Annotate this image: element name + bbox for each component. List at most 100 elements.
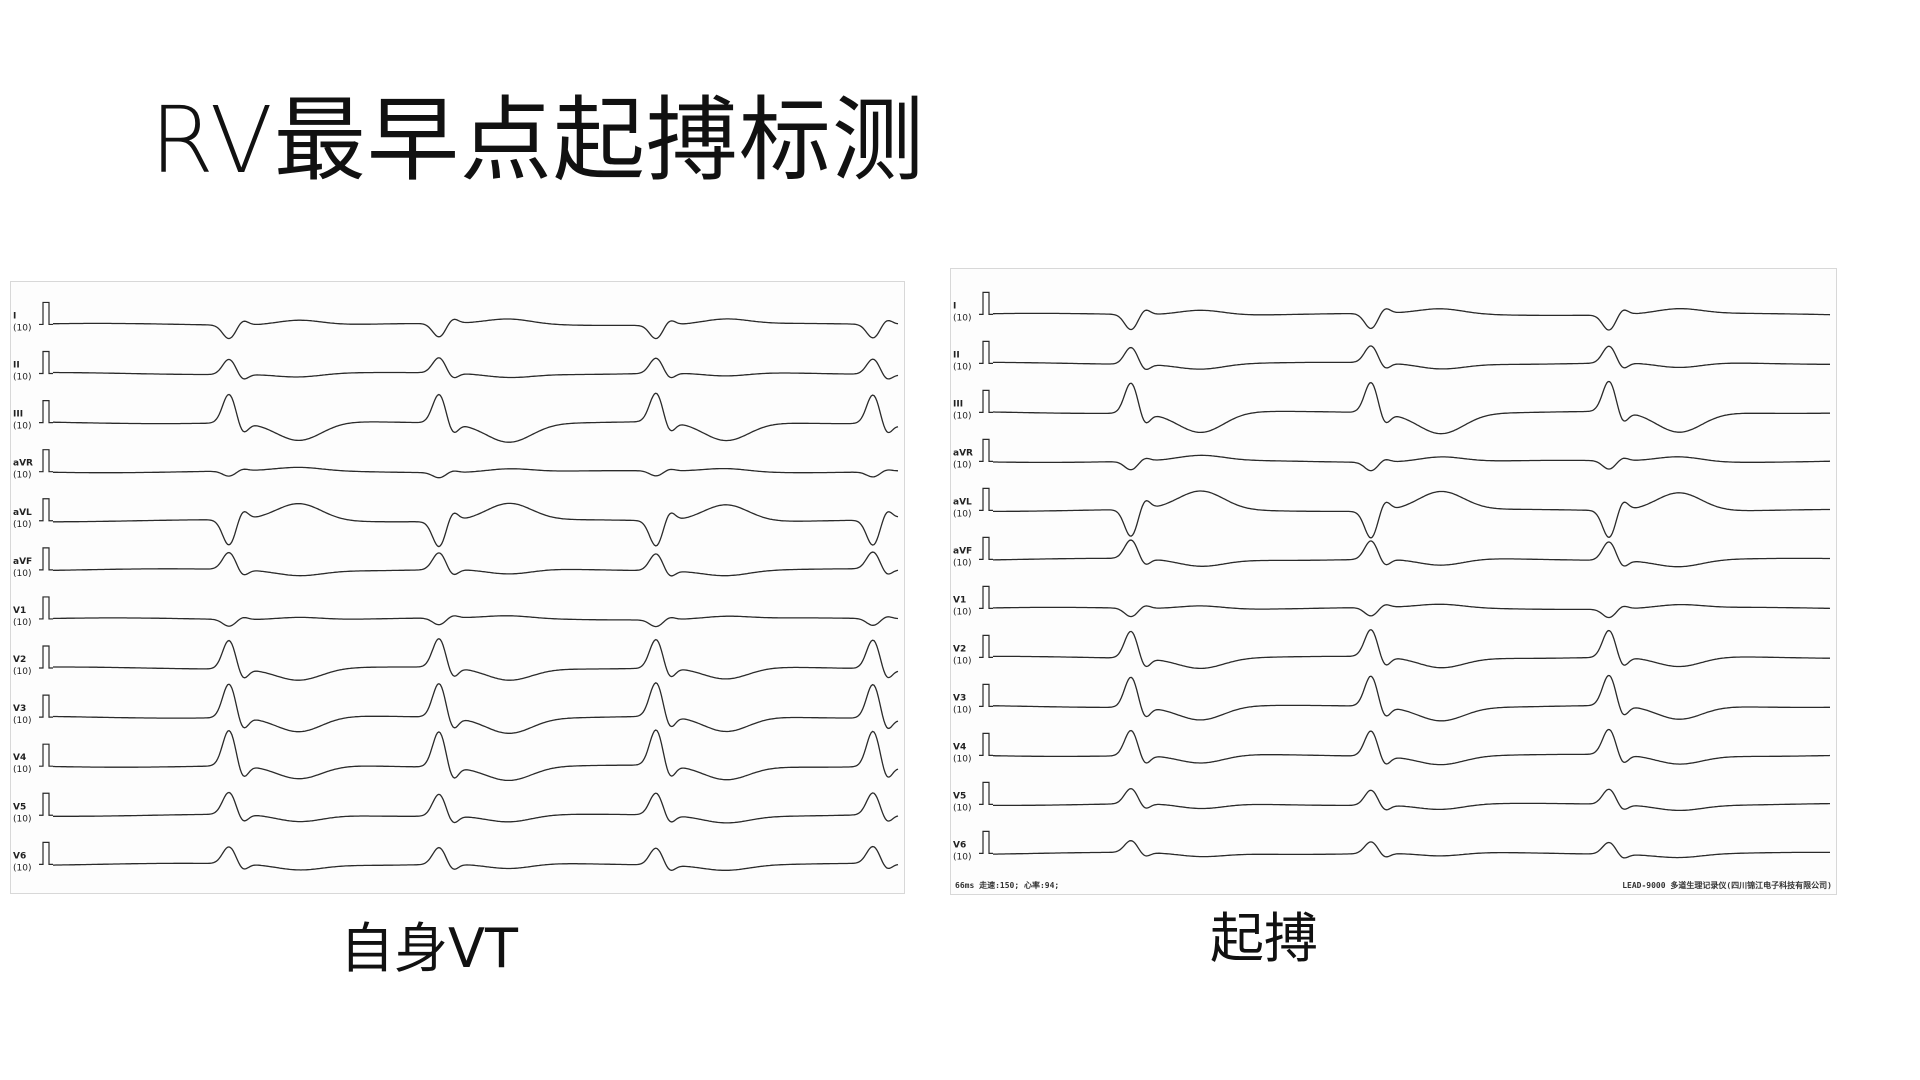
ecg-waveform bbox=[993, 628, 1830, 670]
calibration-pulse bbox=[39, 399, 53, 424]
lead-gain-label: (10) bbox=[13, 323, 31, 333]
ecg-waveform bbox=[993, 788, 1830, 812]
ecg-waveform bbox=[52, 551, 899, 577]
ecg-waveform bbox=[53, 392, 899, 443]
lead-v2: V2 (10) bbox=[13, 637, 899, 681]
lead-v6: V6 (10) bbox=[13, 841, 899, 873]
lead-label: aVF bbox=[13, 557, 32, 567]
ecg-waveform bbox=[53, 357, 899, 380]
calibration-pulse bbox=[39, 792, 53, 816]
calibration-pulse bbox=[979, 634, 993, 658]
lead-v1: V1 (10) bbox=[953, 585, 1831, 619]
lead-label: V4 bbox=[13, 753, 26, 763]
lead-gain-label: (10) bbox=[953, 558, 971, 568]
lead-label: aVF bbox=[953, 546, 972, 556]
lead-avf: aVF (10) bbox=[13, 547, 899, 579]
lead-i: I (10) bbox=[13, 301, 899, 340]
calibration-pulse bbox=[39, 694, 53, 718]
recording-footer-left: 66ms 走速:150; 心率:94; bbox=[955, 880, 1059, 890]
recording-footer-right: LEAD-9000 多道生理记录仪(四川锦江电子科技有限公司) bbox=[1622, 880, 1832, 890]
lead-label: II bbox=[13, 361, 20, 371]
calibration-pulse bbox=[979, 291, 993, 315]
lead-label: V3 bbox=[953, 693, 966, 703]
ecg-panel-intrinsic-vt: I(10)II(10)III(10)aVR(10)aVL(10)aVF(10)V… bbox=[10, 281, 905, 894]
ecg-waveform bbox=[993, 603, 1831, 619]
lead-avr: aVR(10) bbox=[13, 449, 899, 481]
lead-label: aVL bbox=[953, 497, 972, 507]
lead-ii: II(10) bbox=[953, 340, 1830, 372]
lead-label: III bbox=[13, 410, 23, 420]
lead-v3: V3 (10) bbox=[13, 682, 899, 734]
calibration-pulse bbox=[39, 498, 53, 522]
lead-label: I bbox=[13, 311, 16, 321]
calibration-pulse bbox=[39, 301, 53, 326]
lead-iii: III (10) bbox=[953, 380, 1830, 435]
lead-gain-label: (10) bbox=[953, 607, 971, 617]
calibration-pulse bbox=[39, 596, 53, 620]
ecg-waveform bbox=[53, 729, 899, 782]
lead-gain-label: (10) bbox=[13, 814, 31, 824]
lead-gain-label: (10) bbox=[953, 509, 971, 519]
lead-label: V6 bbox=[13, 851, 26, 861]
ecg-waveform bbox=[993, 490, 1830, 539]
calibration-pulse bbox=[979, 340, 993, 364]
lead-label: V3 bbox=[13, 704, 26, 714]
lead-label: V2 bbox=[13, 655, 26, 665]
lead-gain-label: (10) bbox=[13, 569, 31, 579]
lead-v5: V5 (10) bbox=[953, 781, 1830, 813]
lead-avr: aVR(10) bbox=[953, 438, 1831, 472]
lead-gain-label: (10) bbox=[953, 803, 971, 813]
lead-gain-label: (10) bbox=[953, 362, 971, 372]
calibration-pulse bbox=[979, 585, 993, 609]
lead-v3: V3 (10) bbox=[953, 674, 1830, 722]
lead-avl: aVL (10) bbox=[953, 487, 1830, 539]
lead-gain-label: (10) bbox=[13, 373, 31, 383]
calibration-pulse bbox=[979, 438, 993, 462]
calibration-pulse bbox=[979, 830, 993, 854]
lead-label: V2 bbox=[953, 644, 966, 654]
lead-gain-label: (10) bbox=[13, 520, 31, 530]
lead-avf: aVF (10) bbox=[953, 536, 1830, 568]
lead-label: V1 bbox=[953, 595, 966, 605]
calibration-pulse bbox=[39, 841, 53, 865]
ecg-waveform bbox=[53, 682, 899, 734]
lead-v1: V1(10) bbox=[13, 596, 899, 628]
ecg-waveform bbox=[53, 318, 899, 340]
lead-v4: V4 (10) bbox=[13, 729, 899, 782]
lead-gain-label: (10) bbox=[953, 411, 971, 421]
lead-gain-label: (10) bbox=[13, 765, 31, 775]
ecg-waveform bbox=[52, 615, 899, 628]
ecg-waveform bbox=[993, 539, 1830, 568]
lead-v6: V6 (10) bbox=[953, 830, 1830, 862]
calibration-pulse bbox=[39, 743, 53, 767]
lead-label: V1 bbox=[13, 606, 26, 616]
lead-gain-label: (10) bbox=[953, 852, 971, 862]
lead-label: III bbox=[953, 399, 963, 409]
lead-label: V6 bbox=[953, 840, 966, 850]
lead-iii: III(10) bbox=[13, 392, 899, 443]
lead-label: aVL bbox=[13, 508, 32, 518]
calibration-pulse bbox=[39, 350, 53, 375]
lead-ii: II (10) bbox=[13, 350, 899, 383]
calibration-pulse bbox=[979, 732, 993, 756]
lead-gain-label: (10) bbox=[13, 863, 31, 873]
lead-label: V5 bbox=[13, 802, 26, 812]
ecg-waveform bbox=[53, 637, 899, 681]
lead-avl: aVL (10) bbox=[13, 498, 899, 548]
lead-v2: V2(10) bbox=[953, 628, 1830, 670]
calibration-pulse bbox=[979, 536, 993, 560]
ecg-waveform bbox=[993, 840, 1830, 859]
lead-gain-label: (10) bbox=[13, 667, 31, 677]
ecg-tracing-pacing: I(10)II(10)III(10)aVR(10)aVL(10)aVF(10)V… bbox=[953, 291, 1832, 890]
lead-gain-label: (10) bbox=[13, 716, 31, 726]
lead-label: I bbox=[953, 301, 956, 311]
lead-label: aVR bbox=[953, 448, 973, 458]
lead-v4: V4(10) bbox=[953, 728, 1831, 766]
calibration-pulse bbox=[979, 389, 993, 413]
lead-label: V5 bbox=[953, 791, 966, 801]
lead-label: V4 bbox=[953, 742, 966, 752]
calibration-pulse bbox=[39, 449, 53, 473]
ecg-waveform bbox=[993, 345, 1830, 371]
caption-pacing: 起搏 bbox=[1210, 907, 1318, 970]
lead-gain-label: (10) bbox=[953, 705, 971, 715]
